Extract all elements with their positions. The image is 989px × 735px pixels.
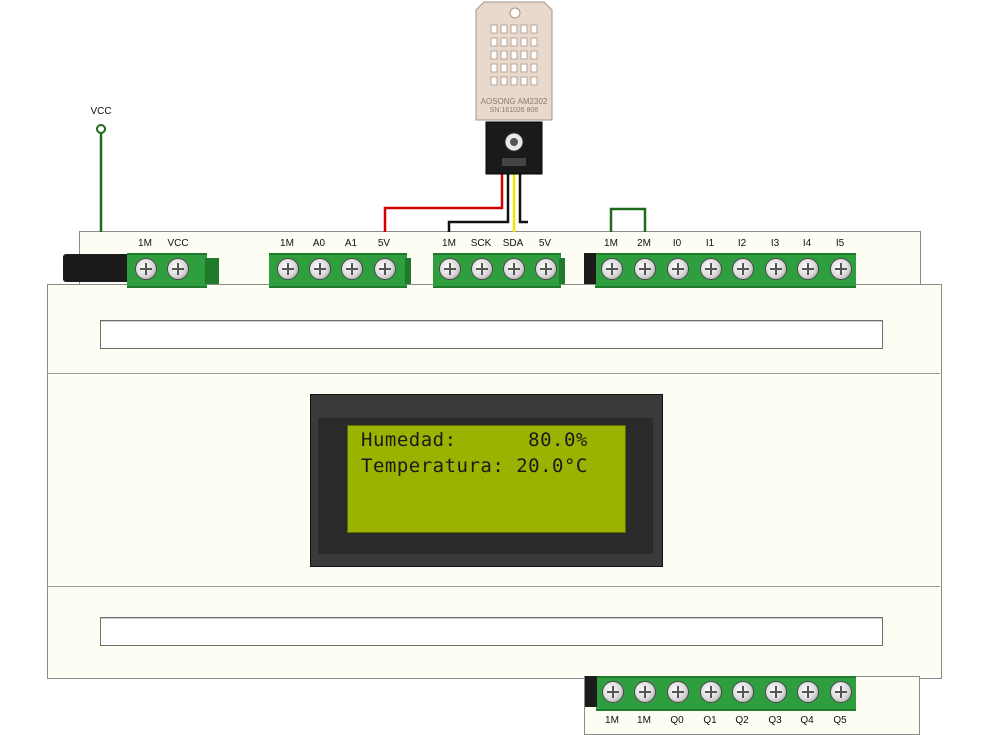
terminal-label-vcc: VCC <box>167 238 189 249</box>
terminal-screw-vcc[interactable] <box>167 258 189 280</box>
lcd-line-1: Humedad: 80.0% <box>361 429 588 451</box>
plc-divider-1 <box>47 373 940 374</box>
vcc-probe-label: VCC <box>90 106 112 117</box>
terminal-block-power-cap <box>205 258 219 284</box>
terminal-label-i2: I2 <box>737 238 747 249</box>
terminal-label-q5: Q5 <box>833 715 847 726</box>
terminal-screw-2m-input[interactable] <box>634 258 656 280</box>
terminal-screw-sda[interactable] <box>503 258 525 280</box>
terminal-screw-1m-input[interactable] <box>601 258 623 280</box>
terminal-label-5v: 5V <box>377 238 391 249</box>
lcd-line-2: Temperatura: 20.0°C <box>361 455 588 477</box>
terminal-block-i2c-cap <box>559 258 565 284</box>
terminal-screw-5v-i2c[interactable] <box>535 258 557 280</box>
terminal-label-1m: 1M <box>442 238 456 249</box>
terminal-label-a1: A1 <box>344 238 358 249</box>
vcc-probe-terminal <box>96 124 106 134</box>
terminal-label-q3: Q3 <box>768 715 782 726</box>
terminal-screw-q1[interactable] <box>700 681 722 703</box>
terminal-screw-q3[interactable] <box>765 681 787 703</box>
terminal-screw-q5[interactable] <box>830 681 852 703</box>
terminal-label-q2: Q2 <box>735 715 749 726</box>
terminal-screw-a1[interactable] <box>341 258 363 280</box>
plc-divider-2 <box>47 586 940 587</box>
terminal-label-a0: A0 <box>312 238 326 249</box>
terminal-label-i0: I0 <box>672 238 682 249</box>
sensor-serial-text: SN:161026 806 <box>489 107 539 114</box>
terminal-label-i4: I4 <box>802 238 812 249</box>
terminal-label-i3: I3 <box>770 238 780 249</box>
terminal-block-analog-cap <box>405 258 411 284</box>
terminal-screw-i4[interactable] <box>797 258 819 280</box>
terminal-screw-q2[interactable] <box>732 681 754 703</box>
terminal-screw-i0[interactable] <box>667 258 689 280</box>
terminal-label-2m: 2M <box>637 238 651 249</box>
lcd-screen <box>347 425 626 533</box>
terminal-screw-1m-out-a[interactable] <box>602 681 624 703</box>
terminal-label-1m: 1M <box>138 238 152 249</box>
terminal-screw-1m-analog[interactable] <box>277 258 299 280</box>
terminal-screw-1m-power[interactable] <box>135 258 157 280</box>
sensor-wire-black-data <box>518 168 528 224</box>
terminal-screw-1m-i2c[interactable] <box>439 258 461 280</box>
terminal-screw-1m-out-b[interactable] <box>634 681 656 703</box>
dht22-sensor[interactable]: AOSONG AM2302 SN:161026 806 <box>474 0 554 176</box>
label-slot-bottom <box>100 617 883 646</box>
sensor-wire-red <box>383 168 504 232</box>
sensor-wire-black-gnd <box>447 168 510 232</box>
terminal-label-i1: I1 <box>705 238 715 249</box>
terminal-label-q1: Q1 <box>703 715 717 726</box>
terminal-label-sck: SCK <box>470 238 492 249</box>
terminal-label-5v: 5V <box>538 238 552 249</box>
terminal-label-1m: 1M <box>637 715 651 726</box>
jumper-1m-2m <box>609 207 647 232</box>
terminal-label-sda: SDA <box>502 238 524 249</box>
terminal-screw-i5[interactable] <box>830 258 852 280</box>
terminal-block-inputs-cap <box>584 253 596 284</box>
sensor-brand-text: AOSONG AM2302 <box>480 97 548 106</box>
dht22-sensor-graphic <box>475 1 553 175</box>
power-jack[interactable] <box>63 254 129 282</box>
terminal-block-outputs-cap <box>585 676 597 707</box>
terminal-label-q0: Q0 <box>670 715 684 726</box>
terminal-screw-i2[interactable] <box>732 258 754 280</box>
terminal-screw-i1[interactable] <box>700 258 722 280</box>
terminal-label-1m: 1M <box>605 715 619 726</box>
terminal-label-1m: 1M <box>280 238 294 249</box>
terminal-screw-i3[interactable] <box>765 258 787 280</box>
terminal-label-1m: 1M <box>604 238 618 249</box>
terminal-screw-q4[interactable] <box>797 681 819 703</box>
terminal-screw-q0[interactable] <box>667 681 689 703</box>
label-slot-top <box>100 320 883 349</box>
terminal-label-q4: Q4 <box>800 715 814 726</box>
terminal-screw-a0[interactable] <box>309 258 331 280</box>
terminal-screw-sck[interactable] <box>471 258 493 280</box>
terminal-screw-5v-analog[interactable] <box>374 258 396 280</box>
terminal-label-i5: I5 <box>835 238 845 249</box>
